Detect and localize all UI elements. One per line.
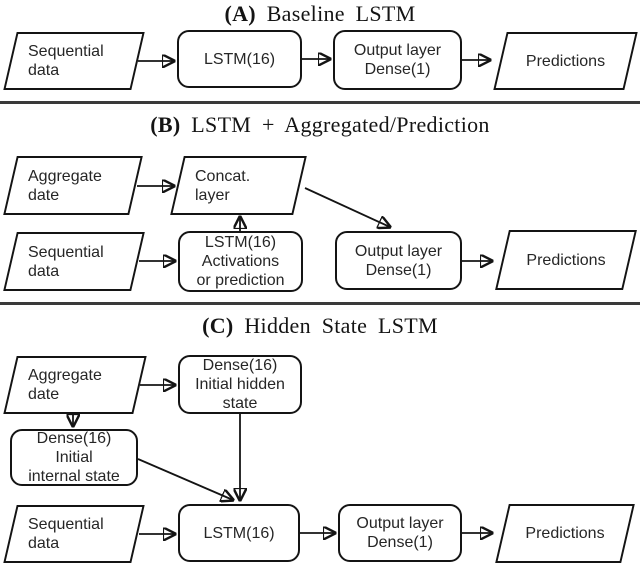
node-label: Output layer Dense(1) [354,242,443,279]
arrow-c-denseinternal-to-lstm [137,458,233,500]
node-label: Dense(16) Initial internal state [28,430,120,485]
section-a-title: (A) Baseline LSTM [0,1,640,27]
section-c-title: (C) Hidden State LSTM [0,313,640,339]
node-c-dense-initial-hidden: Dense(16) Initial hidden state [178,355,302,414]
node-b-output-layer: Output layer Dense(1) [335,231,462,290]
node-label: Output layer Dense(1) [353,42,442,78]
node-label: Sequential data [28,43,104,79]
node-c-output-layer: Output layer Dense(1) [338,504,462,562]
node-b-lstm-activations: LSTM(16) Activations or prediction [178,231,303,292]
node-label: Sequential data [28,516,104,552]
section-c-title-letter: (C) [202,313,234,338]
node-c-dense-initial-internal: Dense(16) Initial internal state [10,429,138,486]
node-c-sequential-data: Sequential data [3,505,145,563]
section-b-title: (B) LSTM + Aggregated/Prediction [0,112,640,138]
node-b-predictions: Predictions [495,230,637,290]
node-a-predictions: Predictions [493,32,638,90]
section-a-title-text: Baseline LSTM [255,1,416,26]
node-c-aggregate-date: Aggregate date [3,356,147,414]
node-b-aggregate-date: Aggregate date [3,156,143,215]
node-label: Sequential data [28,243,104,280]
node-a-lstm: LSTM(16) [177,30,302,88]
separator-a-b [0,101,640,104]
node-a-sequential-data: Sequential data [3,32,145,90]
node-c-predictions: Predictions [495,504,635,563]
node-b-concat-layer: Concat. layer [170,156,307,215]
node-label: Output layer Dense(1) [356,515,444,551]
node-c-lstm: LSTM(16) [178,504,300,562]
separator-b-c [0,302,640,305]
node-label: Dense(16) Initial hidden state [195,357,285,412]
node-label: Predictions [525,52,606,70]
section-c-title-text: Hidden State LSTM [233,313,438,338]
node-label: Predictions [526,251,606,269]
section-a-title-letter: (A) [224,1,256,26]
node-label: LSTM(16) [203,524,275,542]
node-label: Aggregate date [28,167,102,204]
node-label: Concat. layer [195,167,251,204]
section-b-title-text: LSTM + Aggregated/Prediction [180,112,490,137]
node-label: LSTM(16) [203,50,276,68]
section-b-title-letter: (B) [150,112,181,137]
node-a-output-layer: Output layer Dense(1) [333,30,462,90]
node-label: Predictions [525,525,605,542]
node-label: LSTM(16) Activations or prediction [196,234,285,289]
arrow-b-concat-to-output [304,187,390,227]
node-b-sequential-data: Sequential data [3,232,145,291]
node-label: Aggregate date [28,367,102,403]
